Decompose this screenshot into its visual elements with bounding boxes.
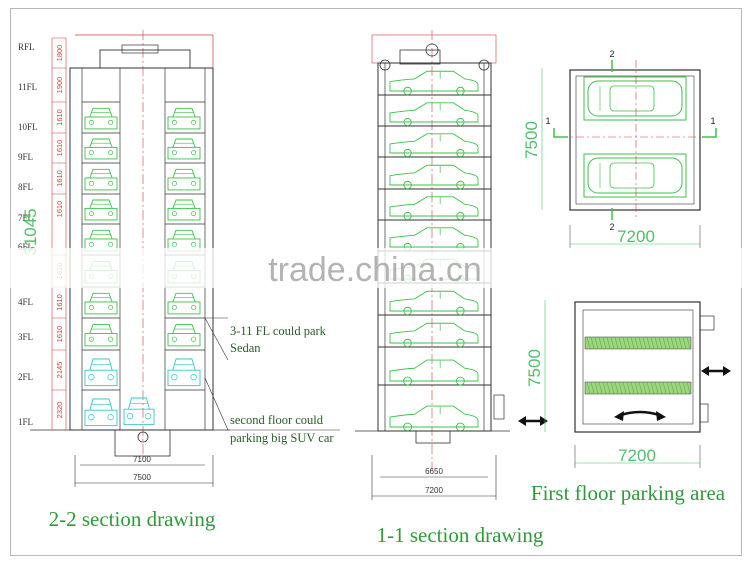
car-front-view bbox=[167, 358, 201, 387]
total-height-dim: 31045 bbox=[21, 208, 40, 255]
car-front-view bbox=[84, 199, 118, 221]
entry-arrow-left bbox=[518, 416, 548, 426]
car-side-view bbox=[389, 359, 479, 386]
car-front-view bbox=[167, 292, 201, 315]
note-sedan-line2: Sedan bbox=[230, 341, 261, 355]
floor-label: 7FL bbox=[18, 213, 33, 223]
floor-label: 8FL bbox=[18, 182, 33, 192]
bottom-plan-depth-dim: 7500 bbox=[525, 349, 544, 387]
outer-width-dim: 7500 bbox=[133, 473, 151, 482]
mid-outer-width-dim: 7200 bbox=[425, 486, 443, 495]
car-side-view bbox=[389, 196, 479, 221]
car-top-view bbox=[587, 157, 683, 194]
car-side-view bbox=[389, 70, 479, 96]
car-side-view bbox=[389, 405, 479, 432]
note-suv-line1: second floor could bbox=[230, 413, 324, 427]
drive-unit bbox=[99, 49, 191, 69]
drive-motor bbox=[399, 49, 441, 65]
car-front-view bbox=[84, 168, 118, 191]
pallet-bottom bbox=[584, 381, 692, 395]
car-side-view bbox=[389, 133, 479, 158]
caption-first-floor: First floor parking area bbox=[531, 481, 726, 505]
height-dim: 1610 bbox=[55, 140, 64, 157]
section-2-2-drawing: RFL 11FL 10FL 9FL 8FL 7FL 6FL 4FL 3FL 2FL 1FL 1800… bbox=[18, 30, 230, 531]
bottom-plan-width-dim: 7200 bbox=[618, 446, 656, 465]
floor-label: RFL bbox=[18, 42, 35, 52]
car-front-view bbox=[167, 199, 201, 221]
car-top-view bbox=[587, 80, 683, 117]
section-mark-right: 1 bbox=[710, 116, 715, 126]
car-front-view bbox=[167, 107, 201, 130]
car-front-view bbox=[84, 292, 118, 315]
height-dim: 2145 bbox=[55, 362, 64, 379]
height-dim: 2320 bbox=[55, 402, 64, 419]
height-dim: 1610 bbox=[55, 294, 64, 311]
floor-label: 10FL bbox=[18, 122, 38, 132]
car-front-view bbox=[84, 358, 118, 387]
floor-label: 3FL bbox=[18, 332, 33, 342]
car-front-view bbox=[167, 229, 201, 252]
entry-arrow-right bbox=[701, 366, 731, 376]
watermark-band bbox=[0, 248, 750, 288]
car-side-view bbox=[389, 102, 479, 127]
car-side-view bbox=[389, 322, 479, 348]
top-plan-view: 2 2 1 1 7500 7200 bbox=[522, 49, 717, 248]
car-front-view bbox=[167, 168, 201, 191]
section-mark-bottom: 2 bbox=[609, 222, 614, 232]
floor-label: 11FL bbox=[18, 82, 37, 92]
car-front-view bbox=[123, 397, 155, 426]
floor-label: 6FL bbox=[18, 242, 33, 252]
first-floor-plan-view: 7500 7200 First floor parking area bbox=[518, 300, 731, 505]
car-side-view bbox=[389, 290, 479, 316]
car-front-view bbox=[84, 138, 118, 160]
rotate-arrow bbox=[617, 410, 663, 418]
floor-label: 4FL bbox=[18, 297, 33, 307]
floor-label: 1FL bbox=[18, 417, 33, 427]
height-dim: 1610 bbox=[55, 109, 64, 126]
pallet-top bbox=[584, 336, 692, 350]
floor-label: 2FL bbox=[18, 372, 33, 382]
height-dim: 1800 bbox=[55, 45, 64, 62]
section-mark-top: 2 bbox=[609, 49, 614, 59]
top-plan-depth-dim: 7500 bbox=[522, 121, 541, 159]
car-front-view bbox=[84, 229, 118, 252]
caption-1-1: 1-1 section drawing bbox=[377, 523, 544, 547]
floor-label: 9FL bbox=[18, 152, 33, 162]
mid-inner-width-dim: 6650 bbox=[425, 467, 443, 476]
car-front-view bbox=[84, 398, 118, 427]
car-side-view bbox=[389, 164, 479, 190]
note-suv-line2: parking big SUV car bbox=[230, 431, 334, 445]
caption-2-2: 2-2 section drawing bbox=[49, 507, 216, 531]
note-sedan-line1: 3-11 FL could park bbox=[230, 324, 327, 338]
car-front-view bbox=[167, 138, 201, 160]
height-dim: 1610 bbox=[55, 201, 64, 218]
watermark: trade.china.cn bbox=[268, 251, 482, 289]
car-front-view bbox=[167, 324, 201, 347]
car-front-view bbox=[84, 324, 118, 347]
top-plan-width-dim: 7200 bbox=[617, 227, 655, 246]
section-1-1-drawing: 6650 7200 1-1 section drawing bbox=[355, 30, 544, 547]
inner-width-dim: 7100 bbox=[133, 455, 151, 464]
car-side-view bbox=[389, 227, 479, 252]
lift-pit bbox=[114, 429, 171, 457]
height-dim: 1610 bbox=[55, 170, 64, 187]
car-front-view bbox=[84, 107, 118, 130]
height-dim: 1900 bbox=[55, 77, 64, 94]
height-dim: 1610 bbox=[55, 326, 64, 343]
section-mark-left: 1 bbox=[545, 116, 550, 126]
